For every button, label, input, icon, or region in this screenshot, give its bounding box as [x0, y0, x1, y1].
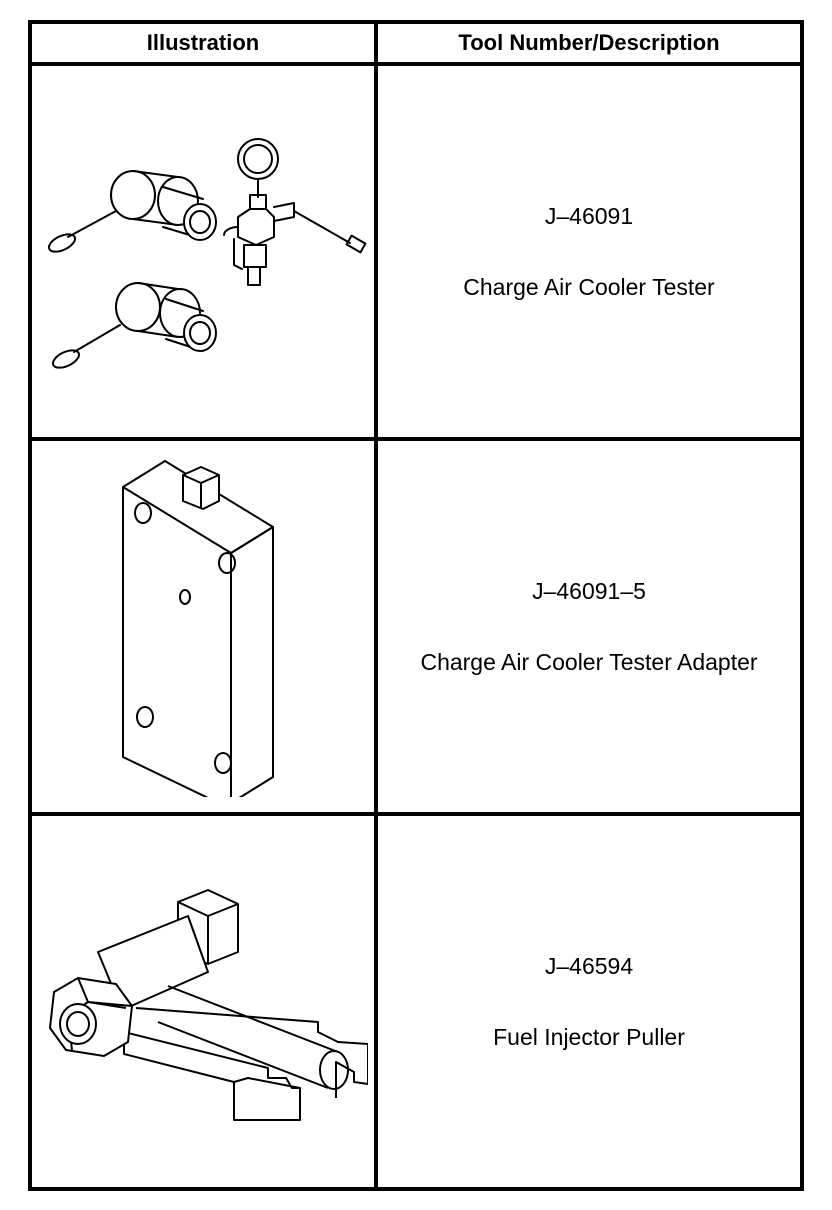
tool-description-cell: J–46091 Charge Air Cooler Tester: [374, 62, 804, 441]
table-row: J–46594 Fuel Injector Puller: [28, 812, 804, 1191]
upper-cap-drawing: [47, 169, 217, 253]
tool-description: Charge Air Cooler Tester Adapter: [420, 648, 758, 675]
tester-adapter-plate-icon: [122, 459, 274, 797]
tool-number: J–46091–5: [532, 577, 646, 604]
tool-number: J–46594: [544, 952, 634, 979]
table-row: J–46091 Charge Air Cooler Tester: [28, 62, 804, 441]
lower-cap-drawing: [51, 281, 217, 369]
table-row: J–46091–5 Charge Air Cooler Tester Adapt…: [28, 437, 804, 816]
fuel-injector-puller-icon: [49, 888, 368, 1121]
illustration-cell: [28, 62, 378, 441]
tool-description-cell: J–46594 Fuel Injector Puller: [374, 812, 804, 1191]
illustration-cell: [28, 437, 378, 816]
tool-description: Charge Air Cooler Tester: [463, 273, 715, 300]
tool-description-cell: J–46091–5 Charge Air Cooler Tester Adapt…: [374, 437, 804, 816]
charge-air-cooler-tester-icon: [47, 137, 367, 369]
tool-table: Illustration Tool Number/Description: [28, 20, 804, 1191]
gauge-assembly-drawing: [223, 137, 367, 286]
tool-number: J–46091: [544, 202, 634, 229]
header-row: Illustration Tool Number/Description: [28, 20, 804, 66]
illustration-cell: [28, 812, 378, 1191]
header-illustration: Illustration: [28, 20, 378, 66]
tool-description: Fuel Injector Puller: [493, 1023, 685, 1050]
header-tool-number-description: Tool Number/Description: [374, 20, 804, 66]
